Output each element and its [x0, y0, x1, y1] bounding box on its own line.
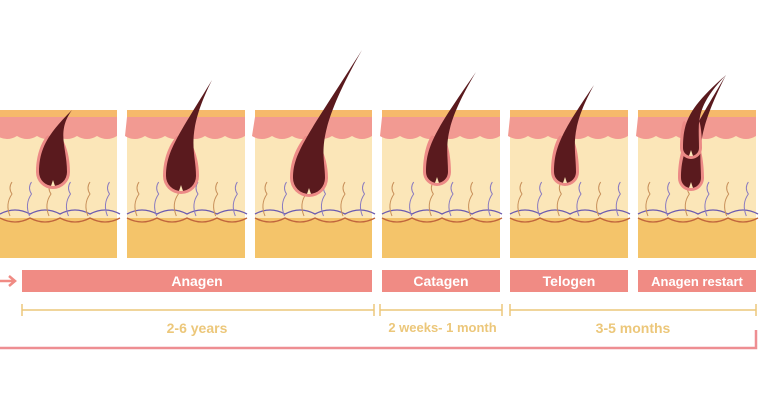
blood-vessel: [254, 217, 376, 223]
arrow-icon: [0, 275, 17, 287]
hair-shaft: [166, 80, 212, 191]
capillary: [596, 181, 602, 217]
blood-vessel: [509, 209, 631, 215]
hair-shaft: [39, 110, 72, 186]
capillary: [704, 181, 710, 217]
blood-vessel: [254, 209, 376, 215]
phase-anagen: Anagen: [22, 270, 372, 292]
fat-layer: [638, 218, 756, 258]
phase-catagen: Catagen: [382, 270, 500, 292]
cycle-return-line: [0, 330, 758, 350]
blood-vessel: [126, 217, 248, 223]
capillary: [556, 181, 562, 217]
capillary: [359, 181, 366, 217]
blood-vessel: [637, 209, 759, 215]
capillary: [743, 181, 749, 217]
capillary: [340, 181, 346, 217]
fat-layer: [255, 218, 372, 258]
dermal-papilla: [689, 150, 693, 156]
phase-anagen-restart: Anagen restart: [638, 270, 756, 292]
capillary: [193, 181, 199, 217]
hair-shaft: [681, 75, 726, 188]
blood-vessel: [126, 209, 248, 215]
stratum-layer: [0, 110, 117, 117]
fat-layer: [0, 218, 117, 258]
capillary: [262, 181, 268, 217]
dermal-papilla: [563, 177, 567, 183]
blood-vessel: [0, 209, 121, 215]
capillary: [134, 181, 140, 217]
capillary: [85, 181, 91, 217]
dermal-papilla: [51, 180, 55, 186]
stratum-layer: [382, 110, 500, 117]
capillary: [615, 181, 621, 217]
capillary: [232, 181, 238, 217]
capillary: [213, 181, 219, 217]
capillary: [428, 181, 434, 217]
hair-shaft: [683, 75, 726, 156]
stratum-layer: [127, 110, 245, 117]
capillary: [409, 181, 415, 217]
epidermis-layer: [252, 117, 372, 139]
fat-layer: [510, 218, 628, 258]
dermal-papilla: [179, 185, 183, 191]
capillary: [7, 181, 13, 217]
blood-vessel: [637, 217, 759, 223]
capillary: [468, 181, 474, 217]
stratum-layer: [255, 110, 372, 117]
capillary: [517, 181, 523, 217]
fat-layer: [127, 218, 245, 258]
hair-shaft: [554, 85, 594, 183]
duration-anagen: 2-6 years: [166, 320, 228, 336]
capillary: [487, 181, 493, 217]
duration-catagen: 2 weeks- 1 month: [388, 320, 497, 335]
hair-shaft: [293, 50, 362, 194]
capillary: [724, 181, 730, 217]
capillary: [389, 181, 395, 217]
capillary: [448, 181, 454, 217]
capillary: [281, 181, 288, 217]
stratum-layer: [510, 110, 628, 117]
blood-vessel: [509, 217, 631, 223]
dermal-papilla: [307, 188, 311, 194]
capillary: [26, 181, 33, 217]
dermal-papilla: [689, 182, 693, 188]
blood-vessel: [381, 209, 503, 215]
blood-vessel: [0, 217, 121, 223]
capillary: [665, 181, 671, 217]
blood-vessel: [381, 217, 503, 223]
hair-shaft: [426, 72, 476, 183]
capillary: [154, 181, 160, 217]
dermal-papilla: [435, 177, 439, 183]
capillary: [65, 181, 72, 217]
capillary: [537, 181, 543, 217]
capillary: [576, 181, 582, 217]
capillary: [645, 181, 651, 217]
fat-layer: [382, 218, 500, 258]
phase-telogen: Telogen: [510, 270, 628, 292]
duration-telogen-restart: 3-5 months: [595, 320, 671, 336]
capillary: [104, 181, 111, 217]
